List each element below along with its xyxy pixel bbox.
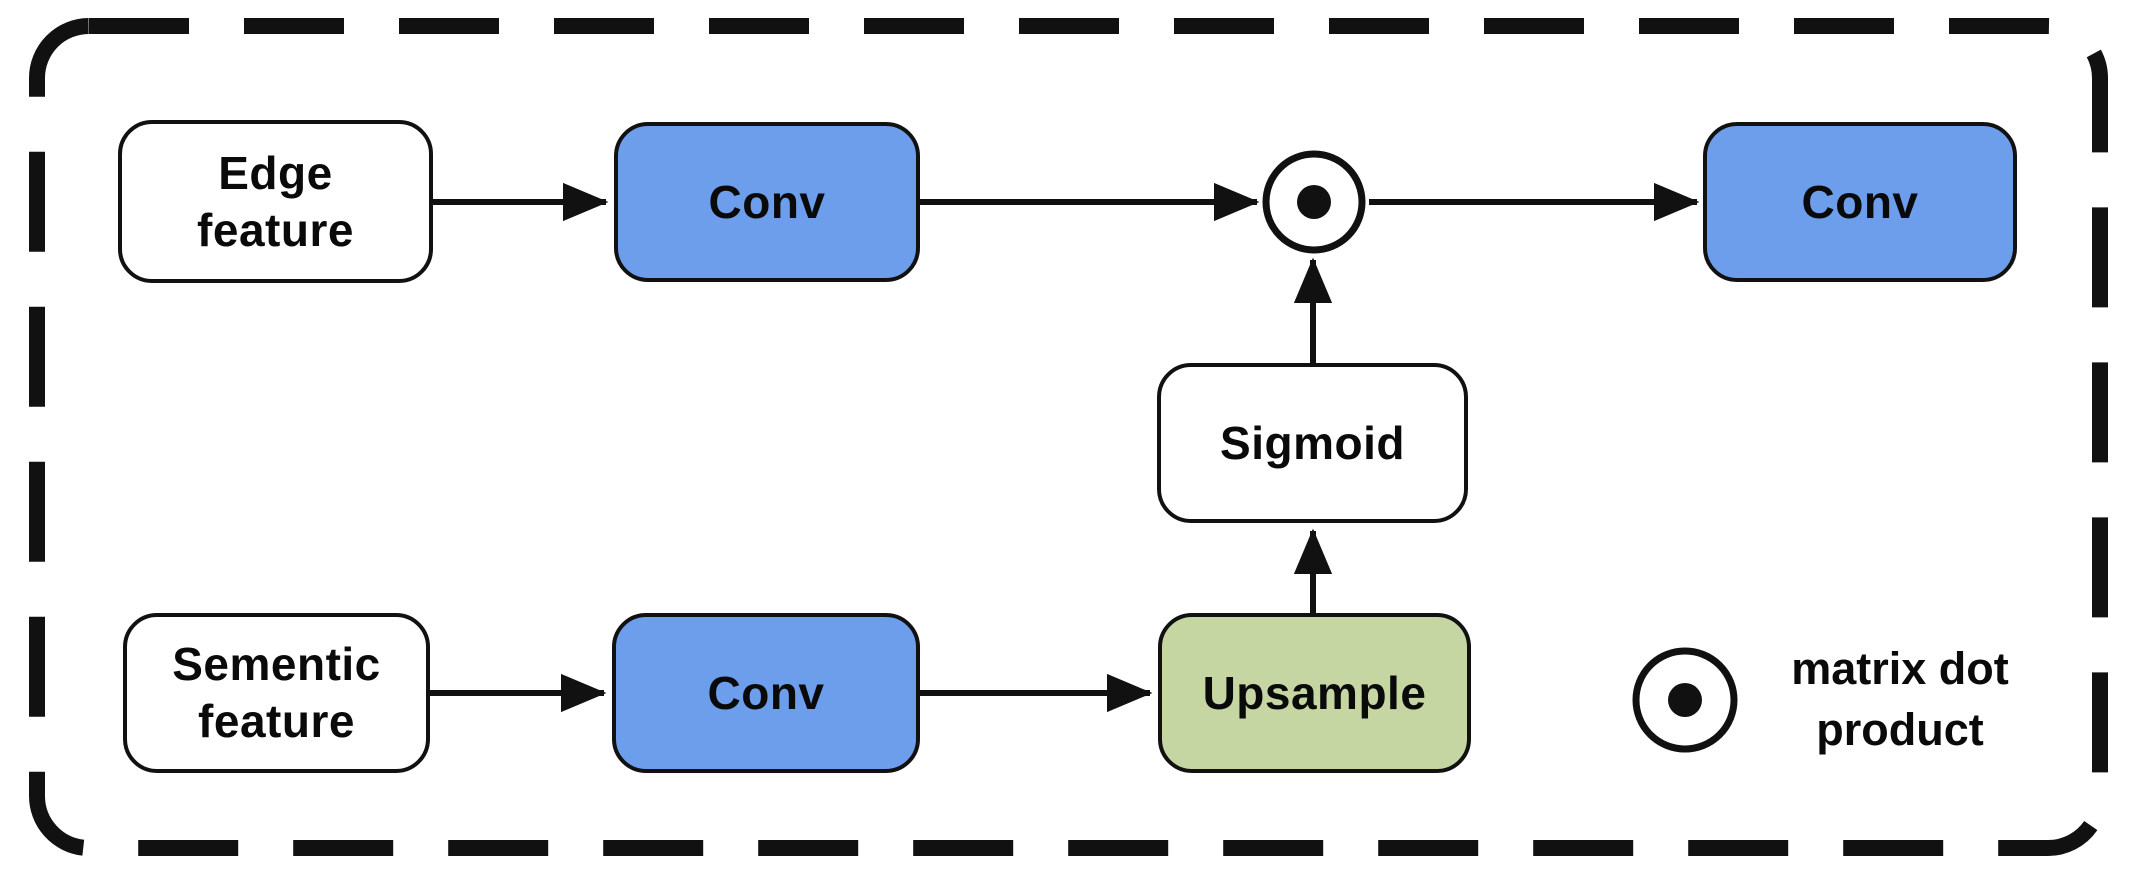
node-semantic-feature: Sementic feature	[123, 613, 430, 773]
dashed-border	[29, 18, 2108, 856]
node-upsample: Upsample	[1158, 613, 1471, 773]
legend-dot-product-icon	[1632, 647, 1738, 753]
node-conv-edge-branch: Conv	[614, 122, 920, 282]
node-conv-output: Conv	[1703, 122, 2017, 282]
legend-matrix-dot-product-label: matrix dot product	[1791, 643, 2009, 755]
node-conv-semantic-branch: Conv	[612, 613, 920, 773]
dot-product-node	[1262, 150, 1366, 254]
node-sigmoid: Sigmoid	[1157, 363, 1468, 523]
node-edge-feature: Edge feature	[118, 120, 433, 283]
